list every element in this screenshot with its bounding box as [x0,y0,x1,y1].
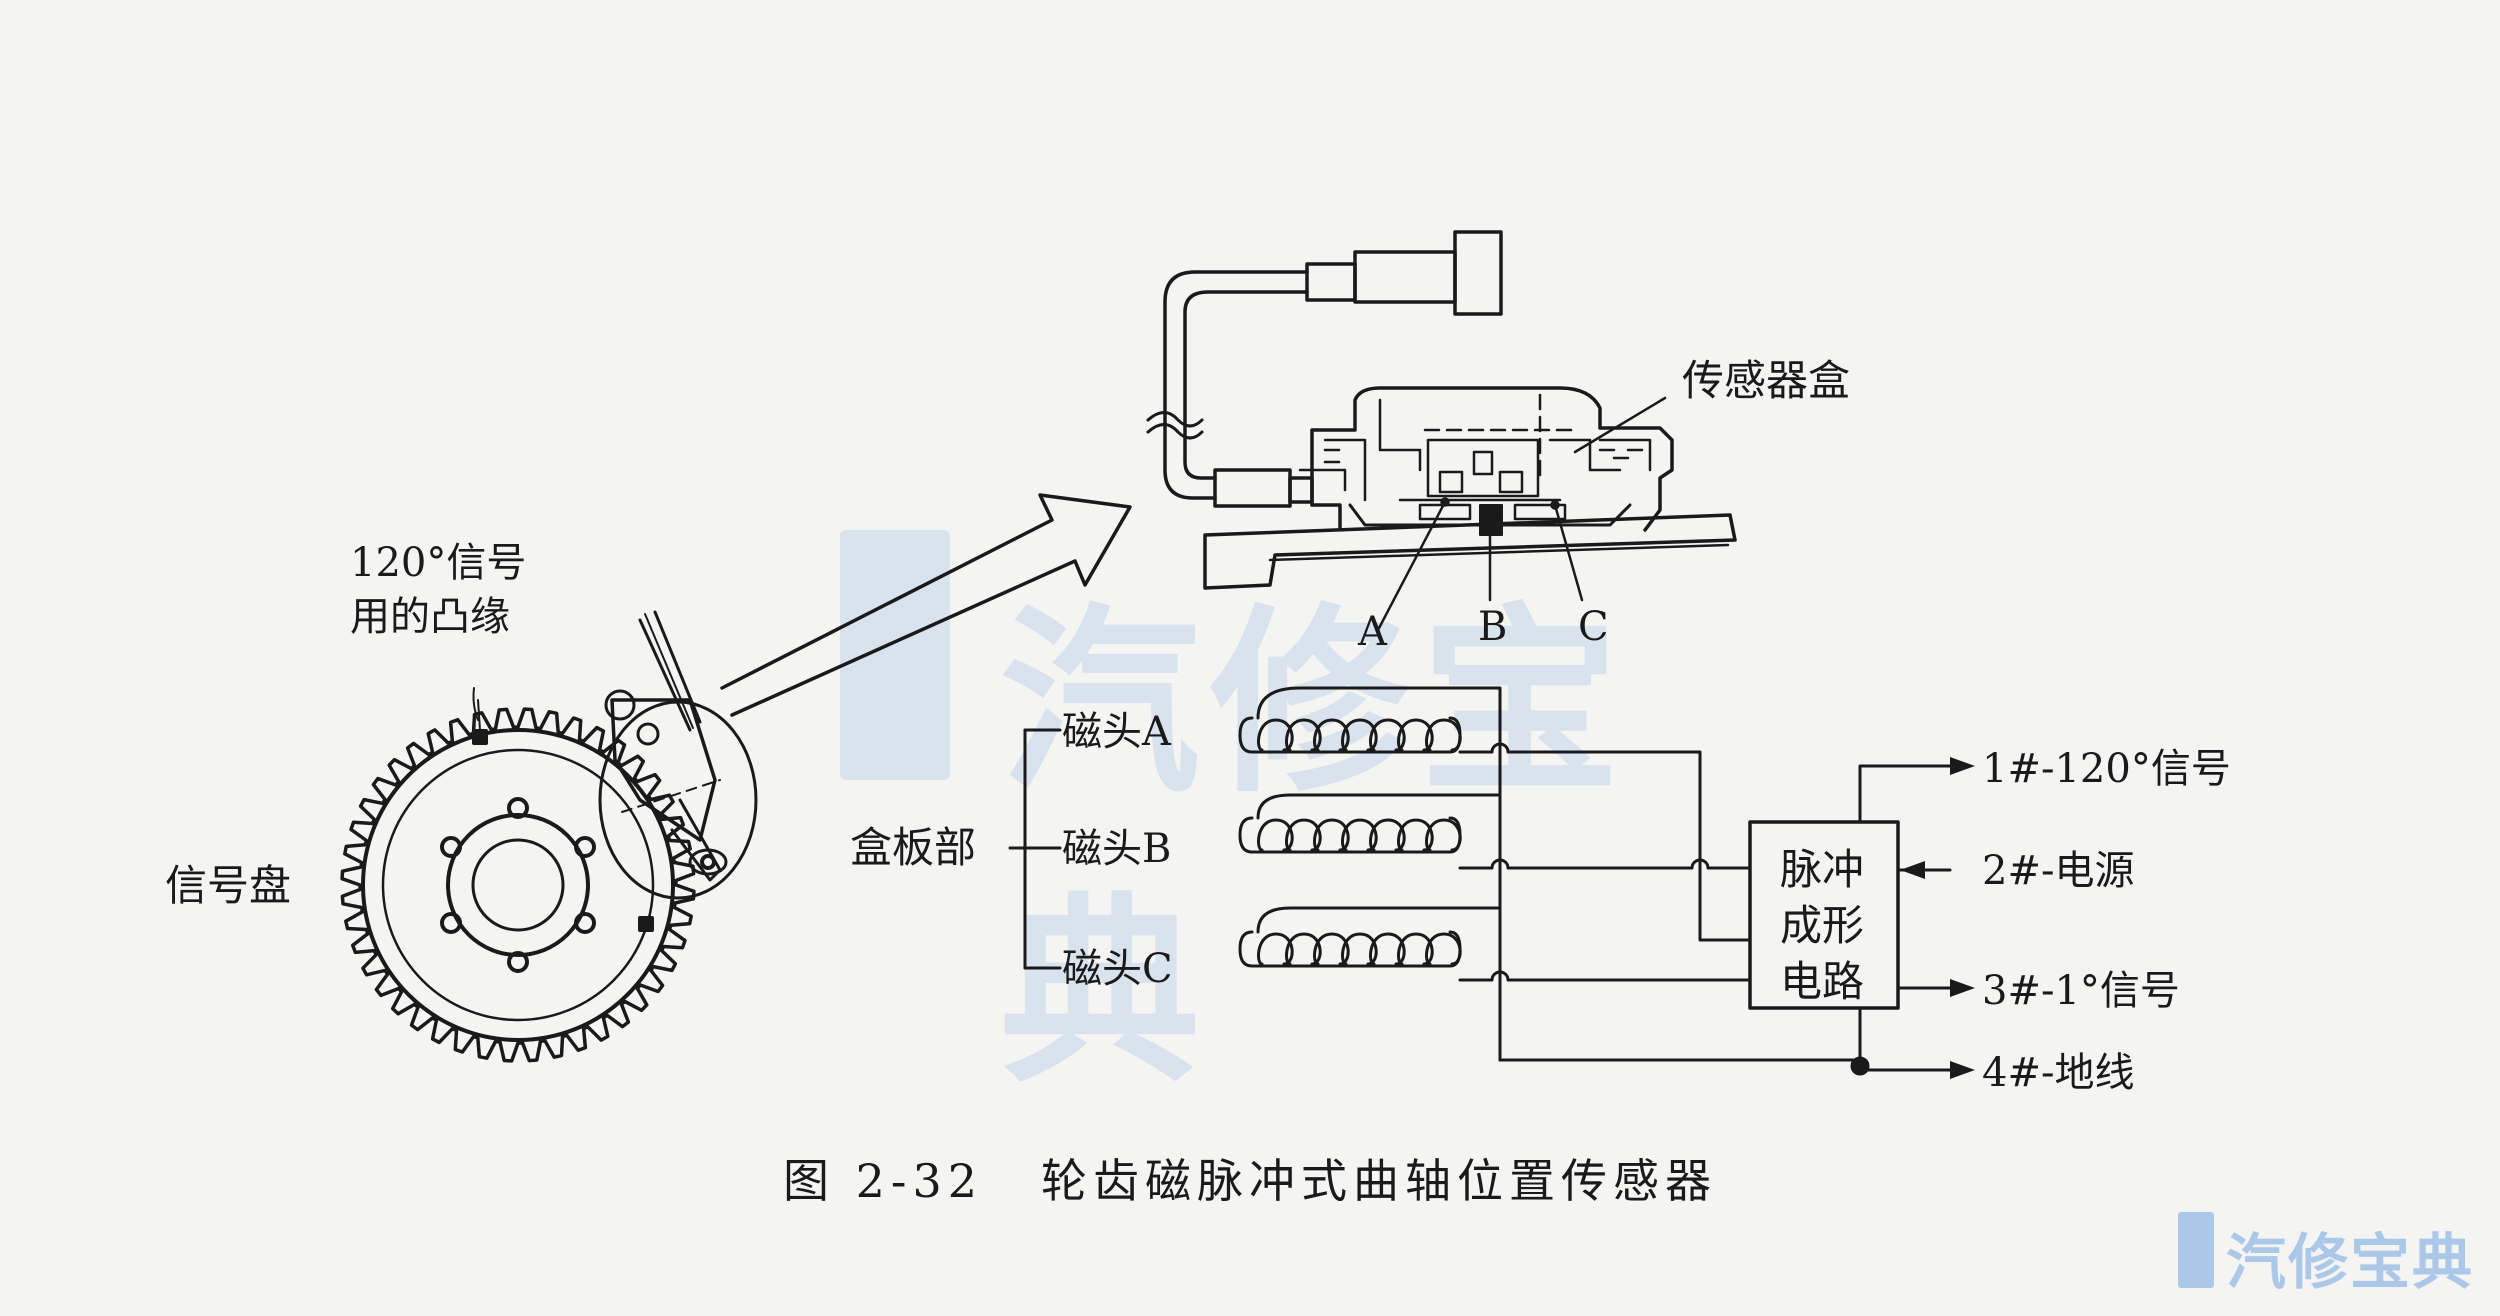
watermark-small-logo-icon [2178,1212,2214,1288]
coil-a [1238,716,1462,754]
circuit-label-line2: 成形 [1780,901,1864,950]
head-a-label: 磁头A [1062,709,1172,755]
board-label: 盒板部 [850,823,976,872]
sensor-box-drawing [1146,230,1737,632]
figure-caption: 图 2-32 轮齿磁脉冲式曲轴位置传感器 [0,1145,2500,1211]
point-c-label: C [1578,604,1609,650]
coil-b [1238,816,1462,854]
point-b-label: B [1478,604,1507,650]
wiring [1256,686,1957,1076]
coil-c [1238,930,1462,968]
signal-disc-label: 信号盘 [165,861,291,910]
head-c-label: 磁头C [1062,946,1173,992]
sensor-mount-drawing [598,610,758,900]
output-1-label: 1#-120°信号 [1982,746,2231,792]
head-b-label: 磁头B [1062,826,1171,872]
caption-number: 图 2-32 [783,1154,983,1208]
sensor-box-label: 传感器盒 [1682,356,1850,405]
flange-label-line2: 用的凸缘 [350,594,510,640]
output-4-label: 4#-地线 [1982,1050,2134,1096]
output-2-label: 2#-电源 [1982,848,2134,894]
caption-title: 轮齿磁脉冲式曲轴位置传感器 [1040,1154,1717,1208]
watermark-small-text: 汽修宝典 [2226,1228,2474,1298]
board-bracket [1008,728,1062,970]
signal-disc-drawing [340,687,696,1063]
output-arrowheads [1900,757,1975,1079]
point-a-label: A [1357,609,1388,655]
circuit-label-line1: 脉冲 [1780,845,1864,894]
watermark-small: 汽修宝典 [2178,1210,2478,1298]
flange-label-line1: 120°信号 [350,540,526,586]
circuit-label-line3: 电路 [1780,957,1864,1006]
pointer-arrow [720,493,1132,717]
output-3-label: 3#-1°信号 [1982,968,2180,1014]
